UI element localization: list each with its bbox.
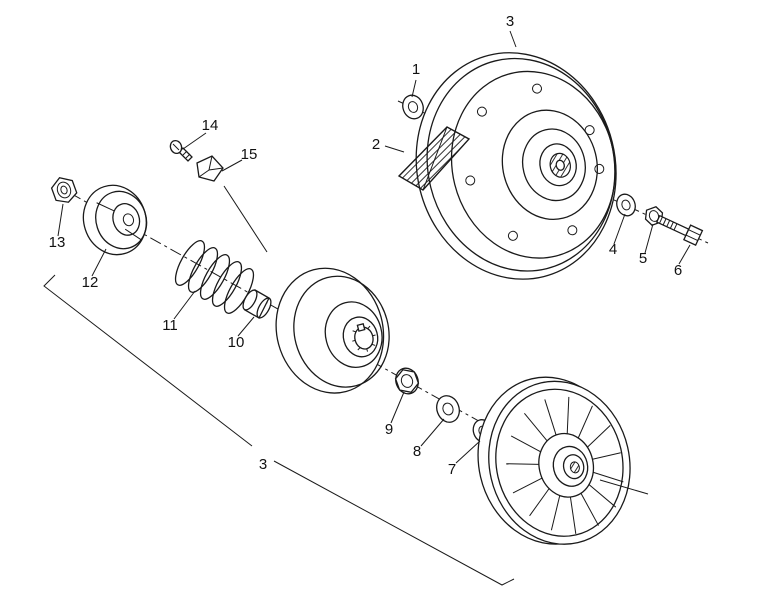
callout-6: 6 [674,262,682,279]
keyway [356,322,366,332]
assembly-bracket-lower [273,460,515,586]
fins [506,396,624,534]
callout-7: 7 [448,461,456,478]
part-nut-9 [394,367,420,395]
callout-labels: 1 2 3 4 5 6 7 8 9 10 11 12 13 14 15 3 [49,13,683,478]
bolt-hole [532,83,543,94]
leader-5 [644,223,654,254]
leader-7 [455,440,481,464]
callout-12: 12 [82,274,99,291]
leader-3 [509,30,517,48]
callout-assembly-3: 3 [259,456,267,473]
shaft-bore [569,461,580,474]
leader-10 [237,316,255,337]
part-bolt-6 [655,214,704,246]
assembly-bracket-upper [43,274,253,447]
part-washer-8 [436,395,460,423]
part-housing [415,52,617,280]
callout-9: 9 [385,421,393,438]
part-cap-15 [196,155,224,182]
leader-14 [182,132,207,150]
leader-lines [57,30,691,464]
callout-5: 5 [639,250,647,267]
leader-2 [384,145,405,153]
leader-15 [221,159,243,172]
callout-14: 14 [202,117,219,134]
hub-leader-line [599,479,649,495]
leader-4 [613,213,626,245]
leader-6 [678,244,691,265]
callout-10: 10 [228,334,245,351]
part-movable-sheave [275,267,390,394]
leader-1 [411,79,417,98]
part-washer-1 [402,94,424,120]
callout-4: 4 [609,241,617,258]
bolt-hole [476,106,487,117]
leader-9 [390,391,405,424]
bolt-hole [507,230,518,241]
cap-mount-line [223,185,268,253]
callout-8: 8 [413,443,421,460]
leader-8 [420,418,445,447]
part-bushing-10 [242,289,272,319]
leader-11 [173,290,196,320]
leader-13 [57,203,64,237]
part-ramp-block [397,126,471,191]
bolt-hole [567,225,578,236]
callout-3: 3 [506,13,514,30]
part-washer-4 [616,193,636,217]
part-screw-14 [169,139,193,162]
leader-12 [91,248,107,277]
callout-11: 11 [162,317,178,334]
part-spring [174,240,255,314]
callout-15: 15 [241,146,258,163]
part-cam-cup [82,184,148,256]
bolt-hole [465,175,476,186]
callout-1: 1 [412,61,420,78]
part-finned-sheave [477,376,631,545]
callout-13: 13 [49,234,66,251]
part-nut-13 [50,177,78,203]
bolt-hole [594,163,605,174]
callout-2: 2 [372,136,380,153]
